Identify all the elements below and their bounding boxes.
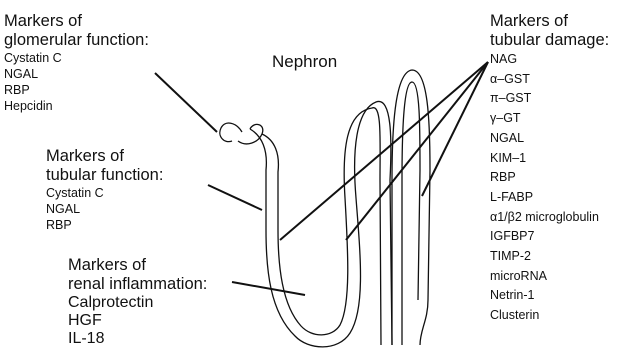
inflammation-item: IL-18 — [68, 330, 207, 348]
tubular-damage-item: RBP — [490, 168, 609, 188]
inflammation-heading-1: Markers of — [68, 256, 207, 275]
tubular-damage-heading-2: tubular damage: — [490, 31, 609, 50]
glomerular-heading-1: Markers of — [4, 12, 149, 31]
inflammation-item: Calprotectin — [68, 294, 207, 312]
tubular-damage-item: KIM–1 — [490, 149, 609, 169]
glomerular-item: Hepcidin — [4, 98, 149, 114]
tubular-damage-markers: Markers of tubular damage: NAG α–GST π–G… — [490, 12, 609, 326]
tubular-function-item: Cystatin C — [46, 185, 163, 201]
tubular-function-leader-line — [208, 185, 262, 210]
tubular-damage-item: NGAL — [490, 129, 609, 149]
nephron-tubule-inner — [262, 108, 381, 345]
glomerular-item: NGAL — [4, 66, 149, 82]
tubular-damage-item: IGFBP7 — [490, 227, 609, 247]
tubular-damage-item: Clusterin — [490, 306, 609, 326]
tubular-damage-item: α1/β2 microglobulin — [490, 208, 609, 228]
glomerular-item: RBP — [4, 82, 149, 98]
tubular-function-heading-2: tubular function: — [46, 166, 163, 185]
tubular-function-markers: Markers of tubular function: Cystatin C … — [46, 147, 163, 233]
damage-leader-line-2 — [346, 62, 488, 240]
tubular-function-item: NGAL — [46, 201, 163, 217]
inflammation-heading-2: renal inflammation: — [68, 275, 207, 294]
tubular-damage-item: π–GST — [490, 89, 609, 109]
tubular-damage-item: microRNA — [490, 267, 609, 287]
nephron-tubule-outer — [250, 101, 392, 346]
tubular-damage-item: NAG — [490, 50, 609, 70]
tubular-damage-item: α–GST — [490, 70, 609, 90]
glomerular-markers: Markers of glomerular function: Cystatin… — [4, 12, 149, 114]
inflammation-markers: Markers of renal inflammation: Calprotec… — [68, 256, 207, 348]
glomerular-heading-2: glomerular function: — [4, 31, 149, 50]
tubular-function-item: RBP — [46, 217, 163, 233]
inflammation-leader-line — [232, 282, 305, 295]
tubular-damage-heading-1: Markers of — [490, 12, 609, 31]
diagram-title: Nephron — [272, 52, 337, 72]
glomerular-item: Cystatin C — [4, 50, 149, 66]
damage-leader-line-1 — [280, 62, 488, 240]
tubular-damage-item: Netrin-1 — [490, 286, 609, 306]
tubular-damage-item: TIMP-2 — [490, 247, 609, 267]
damage-leader-line-3 — [422, 62, 488, 196]
nephron-right-limb-outer — [392, 70, 430, 345]
inflammation-item: HGF — [68, 312, 207, 330]
glomerular-leader-line — [155, 73, 217, 132]
tubular-damage-item: L-FABP — [490, 188, 609, 208]
tubular-function-heading-1: Markers of — [46, 147, 163, 166]
tubular-damage-item: γ–GT — [490, 109, 609, 129]
